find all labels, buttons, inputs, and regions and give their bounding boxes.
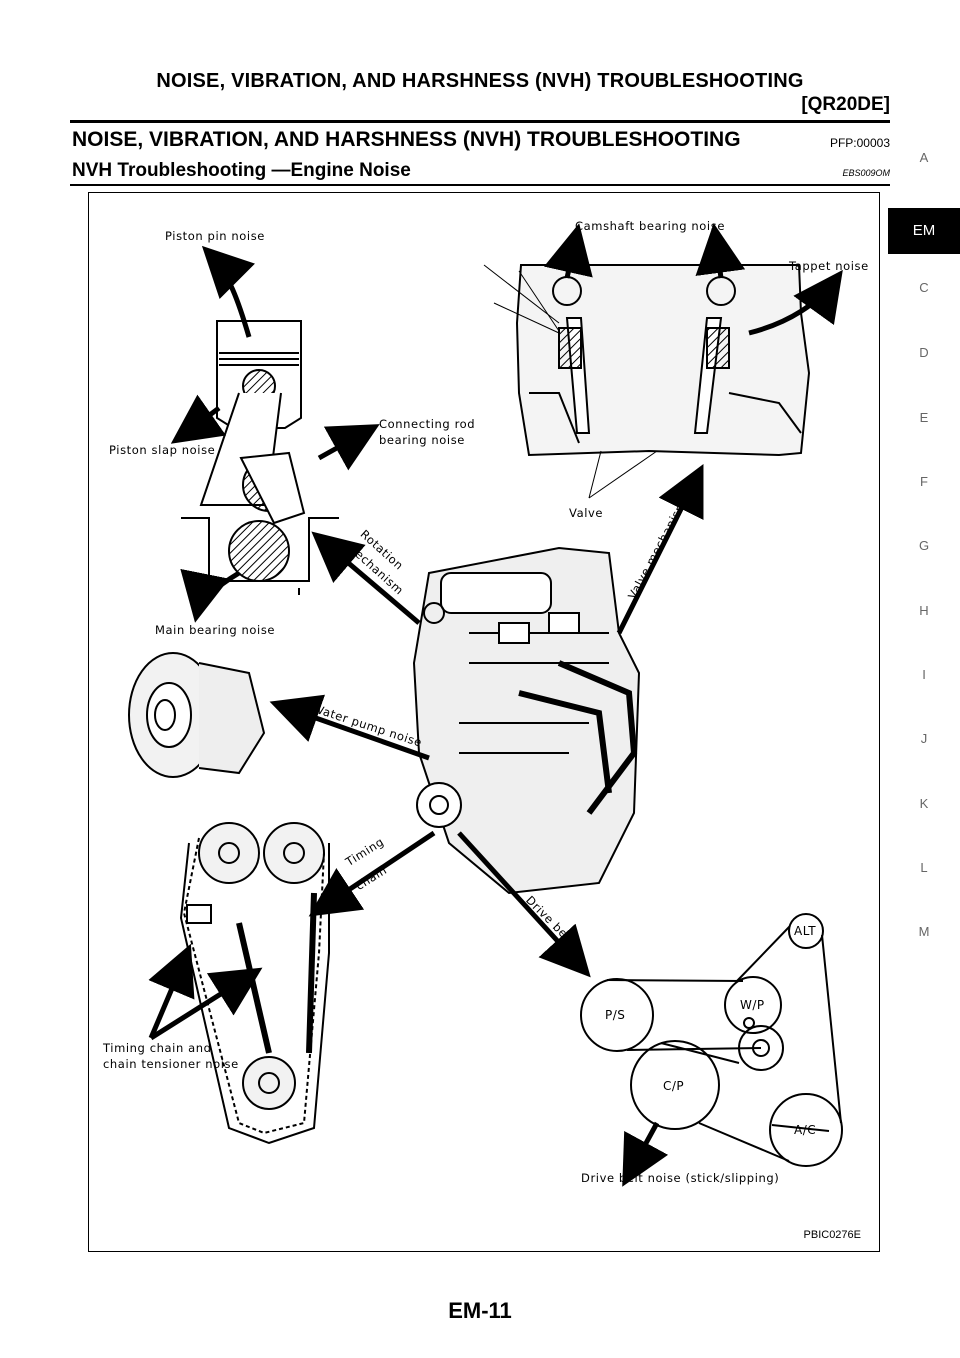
label-main-bearing-noise: Main bearing noise xyxy=(155,623,276,637)
tab-k[interactable]: K xyxy=(919,796,929,811)
section-tabs: A EM C D E F G H I J K L M xyxy=(888,0,960,1358)
tab-g[interactable]: G xyxy=(918,538,930,553)
tab-f[interactable]: F xyxy=(920,474,928,489)
label-piston-slap-noise: Piston slap noise xyxy=(109,443,216,457)
label-ac: A/C xyxy=(794,1123,817,1137)
label-drive-belt-noise: Drive belt noise (stick/slipping) xyxy=(581,1171,780,1185)
label-ps: P/S xyxy=(605,1008,626,1022)
callout-arrows xyxy=(148,223,843,1187)
engine-noise-figure: Piston pin noise Piston slap noise Conne… xyxy=(88,192,880,1252)
section-title: NOISE, VIBRATION, AND HARSHNESS (NVH) TR… xyxy=(72,128,741,151)
tab-m[interactable]: M xyxy=(918,924,930,939)
tab-em[interactable]: EM xyxy=(888,208,960,254)
label-piston-pin-noise: Piston pin noise xyxy=(165,229,265,243)
cylinder-head xyxy=(515,264,811,457)
running-header-title: NOISE, VIBRATION, AND HARSHNESS (NVH) TR… xyxy=(156,70,804,92)
label-cp: C/P xyxy=(663,1079,685,1093)
subsection-code: EBS009OM xyxy=(842,168,890,178)
timing-chain xyxy=(179,822,330,1145)
label-valve: Valve xyxy=(569,506,604,520)
label-alt: ALT xyxy=(794,924,817,938)
subsection-rule xyxy=(70,184,890,186)
tab-d[interactable]: D xyxy=(919,345,929,360)
label-connecting-rod-2: bearing noise xyxy=(379,433,465,447)
label-tappet-noise: Tappet noise xyxy=(789,259,869,273)
figure-drawing xyxy=(128,223,843,1187)
tab-i[interactable]: I xyxy=(922,667,926,682)
engine-block xyxy=(412,546,641,895)
label-camshaft-bearing-noise: Camshaft bearing noise xyxy=(575,219,725,233)
label-connecting-rod: Connecting rod xyxy=(379,417,476,431)
tab-j[interactable]: J xyxy=(920,731,928,746)
tab-a[interactable]: A xyxy=(919,150,929,165)
belt-pulleys xyxy=(580,913,843,1167)
header-rule xyxy=(70,120,890,123)
tab-e[interactable]: E xyxy=(919,410,929,425)
tab-h[interactable]: H xyxy=(919,603,929,618)
label-timing-chain: Timing chain and xyxy=(103,1041,212,1055)
label-chain-tensioner-noise: chain tensioner noise xyxy=(103,1057,239,1071)
tab-c[interactable]: C xyxy=(919,280,929,295)
page-number: EM-11 xyxy=(448,1298,512,1323)
engine-code: [QR20DE] xyxy=(801,94,890,115)
section-code: PFP:00003 xyxy=(829,136,890,150)
label-wp: W/P xyxy=(740,998,765,1012)
subsection-title: NVH Troubleshooting —Engine Noise xyxy=(72,160,411,181)
figure-code: PBIC0276E xyxy=(803,1229,861,1241)
piston-assembly xyxy=(181,320,339,595)
tab-l[interactable]: L xyxy=(920,860,928,875)
water-pump xyxy=(128,652,266,778)
leader-lines xyxy=(483,264,658,499)
